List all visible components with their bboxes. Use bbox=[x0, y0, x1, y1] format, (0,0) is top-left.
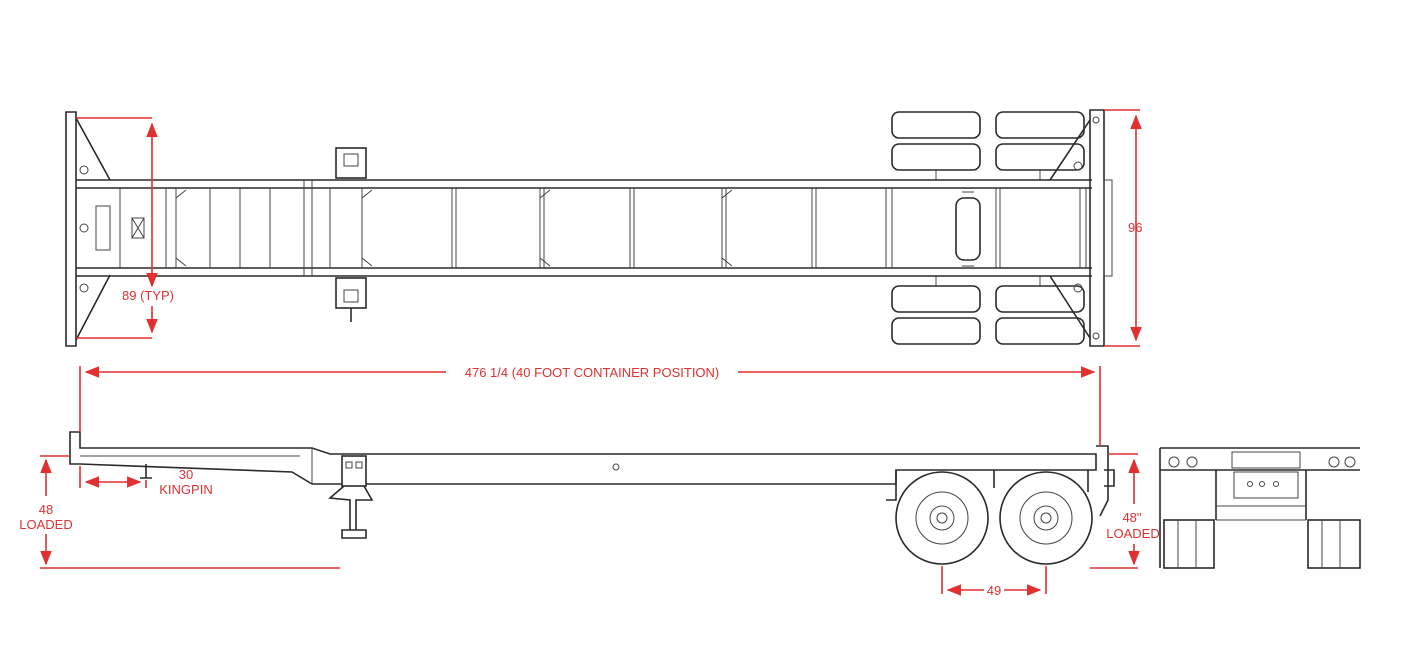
dim-rear-height-label: LOADED bbox=[1106, 526, 1159, 541]
rear-bumper bbox=[1096, 445, 1115, 517]
wheel-rear bbox=[999, 471, 1093, 565]
front-bolster bbox=[65, 111, 77, 347]
dim-front-height-value: 48 bbox=[39, 502, 53, 517]
dim-crossmember-spacing: 89 (TYP) bbox=[122, 288, 174, 303]
landing-gear-top bbox=[335, 147, 367, 322]
main-rail-right bbox=[76, 267, 1092, 277]
rear-tires-top bbox=[891, 111, 1085, 345]
dim-kingpin-label: KINGPIN bbox=[159, 482, 212, 497]
rear-bolster bbox=[1089, 109, 1105, 347]
dim-axle-spread: 49 bbox=[987, 583, 1001, 598]
rear-end-view bbox=[1159, 447, 1361, 569]
dim-rear-height-value: 48" bbox=[1122, 510, 1141, 525]
landing-gear-side bbox=[328, 455, 374, 539]
crossmembers bbox=[119, 180, 1087, 276]
main-beam-side bbox=[69, 431, 1097, 485]
air-tank bbox=[955, 197, 981, 261]
main-rail-left bbox=[76, 179, 1092, 189]
dimension-lines bbox=[40, 109, 1142, 596]
dim-width: 96 bbox=[1128, 220, 1142, 235]
kingpin bbox=[140, 464, 152, 479]
dim-overall-length: 476 1/4 (40 FOOT CONTAINER POSITION) bbox=[465, 365, 720, 380]
dim-front-height-label: LOADED bbox=[19, 517, 72, 532]
wheel-front bbox=[895, 471, 989, 565]
dim-kingpin-value: 30 bbox=[179, 467, 193, 482]
side-view bbox=[69, 431, 1115, 565]
top-view bbox=[65, 109, 1113, 347]
